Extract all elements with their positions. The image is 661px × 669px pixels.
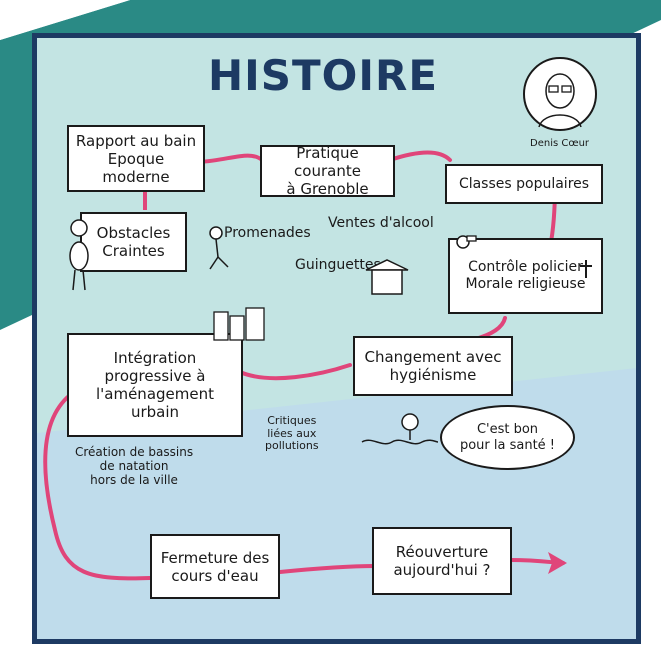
speech-bubble: C'est bon pour la santé ! <box>440 405 575 470</box>
label-ventes-alcool: Ventes d'alcool <box>328 215 434 231</box>
speech-bubble-text: C'est bon pour la santé ! <box>459 421 556 453</box>
label-promenades: Promenades <box>224 225 311 241</box>
arrow-head-icon <box>548 552 567 574</box>
box-integration: Intégration progressive à l'aménagement … <box>67 333 243 437</box>
portrait-sketch <box>523 57 597 131</box>
walking-figure-icon <box>209 226 229 270</box>
box-pratique-courante: Pratique courante à Grenoble <box>260 144 395 198</box>
box-fermeture-text: Fermeture des cours d'eau <box>160 548 270 585</box>
portrait-caption: Denis Cœur <box>530 138 590 149</box>
box-reouverture-text: Réouverture aujourd'hui ? <box>393 543 491 579</box>
box-fermeture: Fermeture des cours d'eau <box>150 534 280 599</box>
swimmer-icon <box>361 413 439 445</box>
box-controle-policier: Contrôle policier Morale religieuse <box>448 238 603 314</box>
label-guinguettes: Guinguettes <box>295 257 381 273</box>
box-obstacles: Obstacles Craintes <box>80 212 187 272</box>
box-pratique-courante-text: Pratique courante à Grenoble <box>286 144 369 198</box>
box-controle-policier-text: Contrôle policier Morale religieuse <box>465 259 586 292</box>
buildings-icon <box>213 307 265 341</box>
page-title: HISTOIRE <box>208 51 439 100</box>
box-obstacles-text: Obstacles Craintes <box>96 224 171 260</box>
cross-icon <box>580 260 592 278</box>
box-classes-populaires: Classes populaires <box>445 164 603 204</box>
label-critiques: Critiques liées aux pollutions <box>265 414 319 453</box>
guinguette-hut-icon <box>365 259 409 295</box>
box-classes-populaires-text: Classes populaires <box>458 175 590 192</box>
box-rapport-au-bain-text: Rapport au bain Epoque moderne <box>75 131 197 186</box>
box-reouverture: Réouverture aujourd'hui ? <box>372 527 512 595</box>
box-rapport-au-bain: Rapport au bain Epoque moderne <box>67 125 205 192</box>
box-integration-text: Intégration progressive à l'aménagement … <box>95 349 214 421</box>
worried-figure-icon <box>69 219 89 291</box>
box-changement-text: Changement avec hygiénisme <box>364 348 502 384</box>
whistle-icon <box>456 235 477 249</box>
label-creation-bassins: Création de bassins de natation hors de … <box>75 445 194 487</box>
box-changement: Changement avec hygiénisme <box>353 336 513 396</box>
